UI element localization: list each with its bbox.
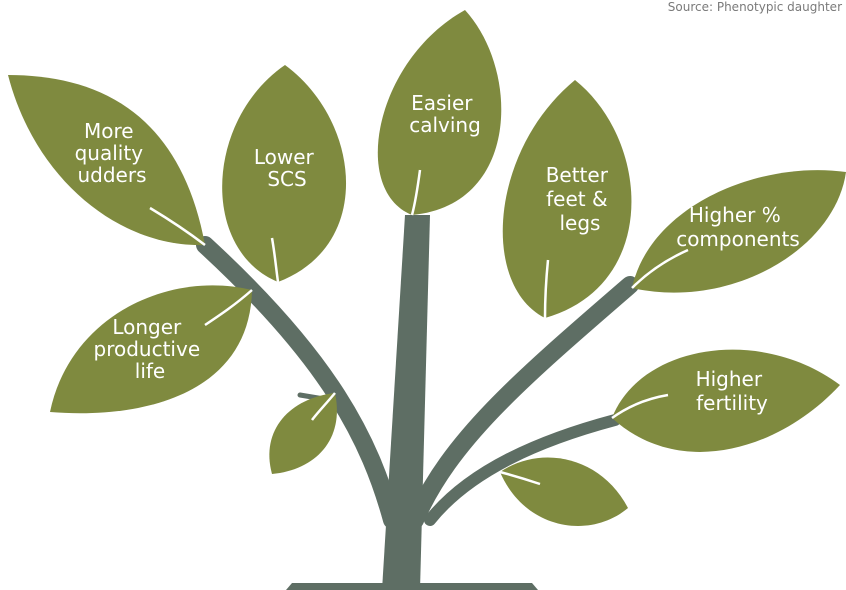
leaf-shape [632, 170, 846, 293]
leaf-label-line: Longer [112, 315, 182, 339]
leaf-label: More quality udders [75, 119, 150, 187]
leaf-shape [500, 457, 628, 526]
source-note: Source: Phenotypic daughter [667, 0, 842, 14]
leaf-vein [270, 237, 280, 283]
leaf-longer-productive-life: Longer productive life [50, 285, 253, 414]
leaf-label-line: components [676, 227, 800, 251]
leaf-easier-calving: Easier calving [377, 10, 502, 216]
leaf-label-line: fertility [696, 391, 768, 415]
leaf-label: Longer productive life [94, 315, 207, 383]
leaf-shape [222, 65, 347, 282]
leaf-lower-scs: Lower SCS [222, 65, 347, 283]
leaf-label: Easier calving [409, 91, 481, 137]
leaf-label-line: Higher [696, 367, 763, 391]
leaf-small-right [499, 457, 628, 526]
leaf-vein [149, 206, 206, 246]
leaf-vein [611, 393, 669, 420]
leaf-label-line: Lower [254, 145, 315, 169]
leaf-label-line: More [84, 119, 134, 143]
leaf-label-line: SCS [267, 167, 306, 191]
leaf-vein [631, 248, 689, 289]
tree-trunk [382, 215, 430, 590]
leaf-shape [502, 80, 632, 318]
leaf-vein [543, 259, 550, 319]
leaf-label-line: legs [560, 211, 601, 235]
leaf-vein [499, 470, 541, 486]
leaf-label: Higher fertility [696, 367, 769, 415]
leaf-shape [269, 393, 337, 474]
leaf-vein [311, 392, 336, 421]
branch-right-lower [424, 414, 621, 526]
leaf-label: Higher % components [676, 203, 800, 251]
leaf-label-line: life [135, 359, 165, 383]
leaf-shape [8, 75, 205, 246]
leaf-vein [410, 169, 422, 216]
leaf-small-left [269, 392, 337, 474]
leaf-shape [612, 349, 840, 452]
leaf-label-line: productive [94, 337, 201, 361]
ground-bar [286, 583, 538, 590]
branch-left [196, 236, 401, 529]
branch-right-upper [406, 276, 639, 529]
leaf-label: Lower SCS [254, 145, 320, 191]
leaf-label-line: feet & [546, 187, 607, 211]
leaf-label-line: Higher % [689, 203, 781, 227]
leaf-higher-components: Higher % components [631, 170, 846, 293]
leaf-vein [204, 289, 253, 327]
leaf-higher-fertility: Higher fertility [611, 349, 840, 452]
leaf-more-quality-udders: More quality udders [8, 75, 206, 246]
leaf-label-line: quality [75, 141, 144, 165]
leaf-label-line: Easier [411, 91, 473, 115]
leaves: More quality udders Lower SCS Easi [8, 10, 846, 526]
leaf-label-line: calving [409, 113, 481, 137]
leaf-better-feet-legs: Better feet & legs [502, 80, 632, 319]
leaf-label-line: udders [77, 163, 146, 187]
leaf-label: Better feet & legs [546, 163, 615, 235]
leaf-shape [377, 10, 502, 215]
leaf-shape [50, 285, 252, 414]
leaf-label-line: Better [546, 163, 609, 187]
